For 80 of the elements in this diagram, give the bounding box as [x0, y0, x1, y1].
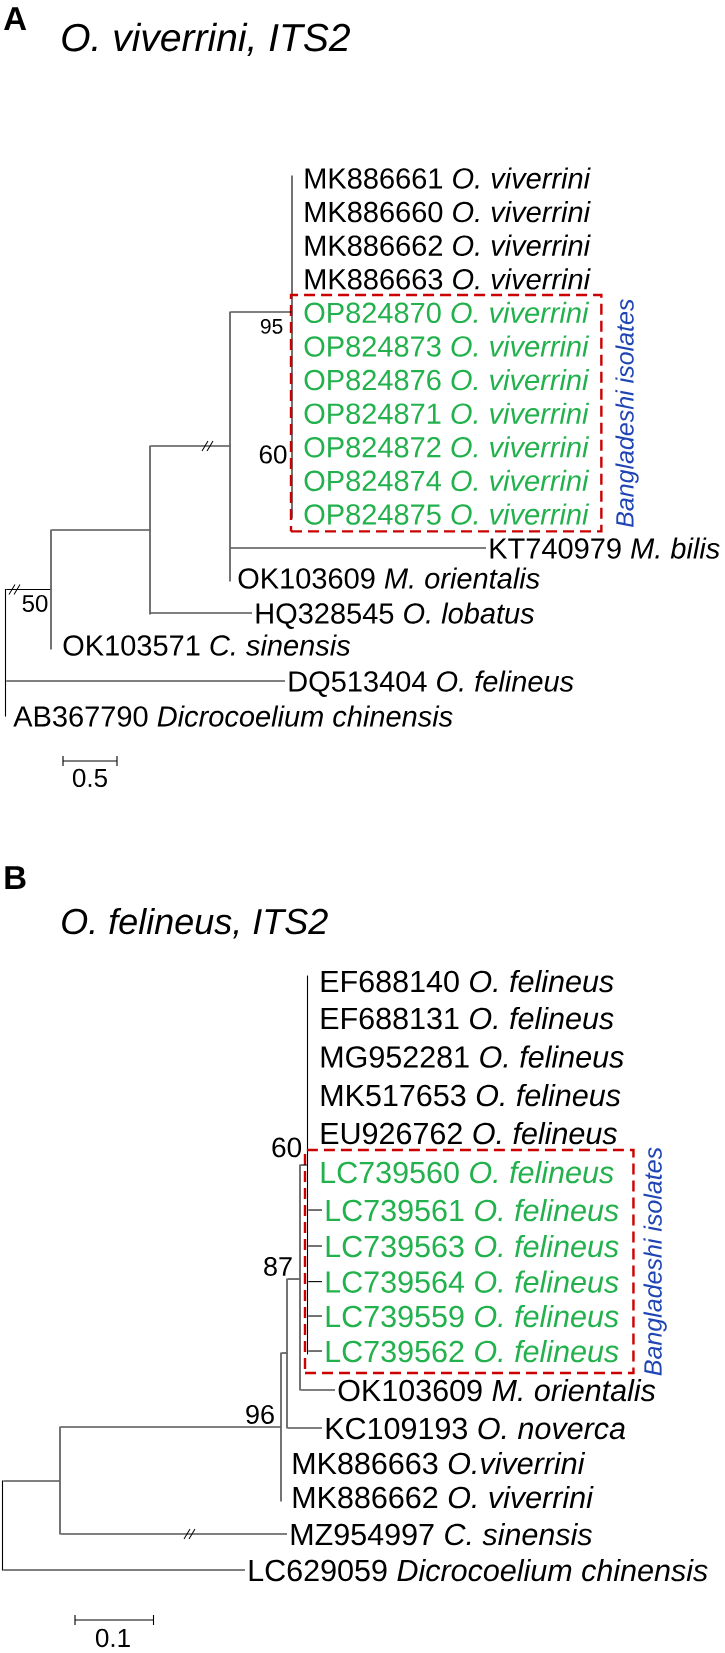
branch-line — [287, 1278, 300, 1280]
taxon-label: MK886662 O. viverrini — [305, 234, 591, 256]
branch-line — [50, 529, 52, 650]
taxon-label: OP824875 O. viverrini — [304, 503, 590, 525]
taxon-label: OK103609 M. orientalis — [238, 567, 540, 589]
branch-line — [280, 1352, 282, 1502]
taxon-label: KC109193 O. noverca — [326, 1417, 625, 1440]
branch-line — [230, 311, 292, 313]
branch-line — [5, 680, 286, 682]
bootstrap-value: 60 — [272, 1137, 302, 1158]
taxon-label: OP824876 O. viverrini — [304, 369, 590, 391]
group-label: Bangladeshi isolates — [615, 299, 639, 528]
branch-line — [59, 1426, 61, 1535]
scale-label: 0.5 — [72, 768, 107, 788]
taxon-label: MK517653 O. felineus — [321, 1083, 621, 1107]
taxon-label: EU926762 O. felineus — [321, 1121, 617, 1145]
panel-title: O. felineus, ITS2 — [62, 907, 328, 939]
taxon-label: HQ328545 O. lobatus — [256, 602, 535, 629]
bootstrap-value: 87 — [264, 1256, 292, 1276]
branch-line — [307, 1350, 323, 1352]
taxon-label: LC739561 O. felineus — [326, 1198, 619, 1222]
branch-line — [230, 547, 487, 549]
branch-line — [51, 529, 150, 531]
scale-label: 0.1 — [95, 1628, 130, 1648]
taxon-label: MK886661 O. viverrini — [305, 167, 591, 189]
taxon-label: AB367790 Dicrocoelium chinensis — [13, 705, 453, 727]
taxon-label: EF688131 O. felineus — [321, 1006, 614, 1030]
panel-letter: A — [4, 7, 27, 30]
branch-line — [2, 1480, 60, 1482]
branch-line — [291, 175, 293, 519]
taxon-label: MK886660 O. viverrini — [305, 201, 591, 223]
branch-line — [307, 1281, 323, 1283]
taxon-label: OP824873 O. viverrini — [304, 335, 590, 357]
branch-line — [299, 1164, 301, 1391]
taxon-label: MK886662 O. viverrini — [293, 1485, 594, 1509]
branch-line — [229, 311, 231, 582]
branch-line — [1, 1480, 4, 1571]
taxon-label: LC739564 O. felineus — [326, 1270, 619, 1293]
branch-line — [60, 1426, 281, 1428]
branch-line — [306, 975, 309, 1355]
branch-line — [286, 1278, 288, 1429]
branch-line — [4, 588, 7, 717]
branch-line — [150, 612, 253, 614]
branch-line — [5, 588, 51, 591]
branch-line — [307, 1245, 323, 1247]
branch-line — [300, 1389, 336, 1391]
branch-line — [281, 1352, 287, 1354]
taxon-label: OK103571 C. sinensis — [63, 634, 351, 656]
taxon-label: DQ513404 O. felineus — [289, 670, 574, 697]
branch-line — [2, 1569, 246, 1571]
taxon-label: OP824871 O. viverrini — [304, 402, 590, 424]
taxon-label: OP824872 O. viverrini — [304, 436, 590, 458]
bootstrap-value: 50 — [22, 594, 48, 612]
taxon-label: MK886663 O.viverrini — [293, 1451, 586, 1475]
branch-line — [307, 1209, 323, 1211]
panel-title: O. viverrini, ITS2 — [62, 22, 350, 56]
bootstrap-value: 60 — [259, 445, 287, 464]
branch-line — [300, 1164, 308, 1166]
taxon-label: MG952281 O. felineus — [321, 1045, 624, 1068]
taxon-label: LC739560 O. felineus — [321, 1160, 614, 1184]
taxon-label: OP824874 O. viverrini — [304, 469, 590, 492]
branch-line — [60, 1533, 288, 1535]
panel-letter: B — [5, 866, 26, 889]
taxon-label: LC739562 O. felineus — [326, 1339, 619, 1363]
bootstrap-value: 96 — [246, 1404, 274, 1424]
bootstrap-value: 95 — [260, 318, 283, 334]
taxon-label: MZ954997 C. sinensis — [291, 1522, 592, 1546]
branch-line — [149, 445, 151, 615]
branch-line — [307, 1315, 323, 1317]
group-label: Bangladeshi isolates — [643, 1147, 667, 1376]
branch-line — [150, 445, 230, 447]
branch-line — [287, 1427, 323, 1429]
taxon-label: OP824870 O. viverrini — [304, 301, 590, 324]
taxon-label: OK103609 M. orientalis — [338, 1378, 656, 1402]
taxon-label: LC629059 Dicrocoelium chinensis — [249, 1558, 708, 1582]
taxon-label: EF688140 O. felineus — [321, 969, 614, 993]
taxon-label: KT740979 M. bilis — [490, 537, 720, 559]
taxon-label: LC739559 O. felineus — [326, 1304, 619, 1328]
taxon-label: LC739563 O. felineus — [326, 1234, 619, 1258]
taxon-label: MK886663 O. viverrini — [305, 268, 591, 290]
